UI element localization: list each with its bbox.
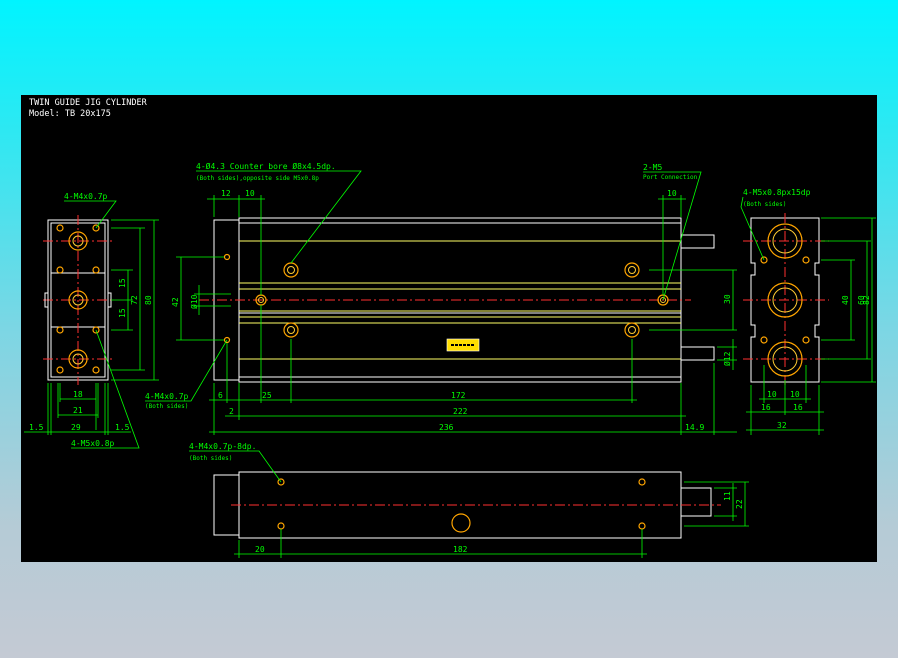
dim-left-80: 80	[144, 295, 153, 305]
dim-front-42: 42	[171, 297, 180, 307]
dim-right-10a: 10	[767, 390, 777, 399]
dim-right-16a: 16	[761, 403, 771, 412]
title-line1: TWIN GUIDE JIG CYLINDER	[29, 98, 148, 108]
callout-port-1: 2-M5	[643, 163, 662, 172]
callout-port-2: Port Connection	[643, 174, 698, 181]
right-view-dimensions: 4-M5x0.8px15dp (Both sides) 40 60 82 10 …	[740, 188, 876, 435]
dim-left-1-5b: 1.5	[115, 423, 130, 432]
dim-right-10b: 10	[790, 390, 800, 399]
callout-counter-bore-1: 4-Ø4.3 Counter bore Ø8x4.5dp.	[196, 161, 336, 171]
callout-left-bottom: 4-M5x0.8p	[71, 439, 115, 448]
dim-front-236: 236	[439, 423, 454, 432]
dim-front-222: 222	[453, 407, 468, 416]
dim-right-32: 32	[777, 421, 787, 430]
dim-right-16b: 16	[793, 403, 803, 412]
callout-left-top: 4-M4x0.7p	[64, 192, 108, 201]
dim-right-82: 82	[862, 295, 871, 305]
dim-front-12: 12	[221, 189, 231, 198]
callout-right-1: 4-M5x0.8px15dp	[743, 188, 811, 197]
bottom-view-dimensions: 4-M4x0.7p-8dp. (Both sides) 11 22 20 182	[189, 442, 749, 558]
dim-left-29: 29	[71, 423, 81, 432]
dim-left-18: 18	[73, 390, 83, 399]
left-view-dimensions: 4-M4x0.7p 15 15 72 80 18 21 29 1.5 1.5 4	[24, 192, 159, 449]
dim-left-72: 72	[130, 295, 139, 305]
dim-bottom-11: 11	[723, 491, 732, 501]
front-view-dimensions: 4-Ø4.3 Counter bore Ø8x4.5dp. (Both side…	[145, 161, 737, 435]
dim-left-15b: 15	[118, 308, 127, 318]
callout-bottom-1: 4-M4x0.7p-8dp.	[189, 442, 256, 451]
dim-right-40: 40	[841, 295, 850, 305]
front-view	[199, 217, 715, 383]
cad-drawing-area: TWIN GUIDE JIG CYLINDER Model: TB 20x175…	[21, 95, 877, 562]
bottom-view	[213, 471, 721, 539]
dim-bottom-20: 20	[255, 545, 265, 554]
dim-front-25: 25	[262, 391, 272, 400]
dim-bottom-22: 22	[735, 499, 744, 509]
dim-left-1-5a: 1.5	[29, 423, 44, 432]
title-line2: Model: TB 20x175	[29, 109, 111, 119]
dim-right-60: 60	[857, 295, 866, 305]
dim-front-14-9: 14.9	[685, 423, 704, 432]
dim-front-6: 6	[218, 391, 223, 400]
dim-left-15a: 15	[118, 278, 127, 288]
right-end-view	[743, 213, 829, 387]
dim-front-phi12: Ø12	[722, 351, 732, 366]
callout-front-bottom-2: (Both sides)	[145, 403, 188, 410]
callout-counter-bore-2: (Both sides),opposite side M5x0.8p	[196, 175, 319, 182]
dim-left-21: 21	[73, 406, 83, 415]
dim-front-10a: 10	[245, 189, 255, 198]
callout-right-2: (Both sides)	[743, 201, 786, 208]
dim-front-2: 2	[229, 407, 234, 416]
cylinder-drawing: TWIN GUIDE JIG CYLINDER Model: TB 20x175…	[24, 98, 876, 558]
left-end-view	[43, 215, 113, 385]
dim-front-30: 30	[723, 294, 732, 304]
callout-bottom-2: (Both sides)	[189, 455, 232, 462]
dim-front-172: 172	[451, 391, 466, 400]
dim-front-10b: 10	[667, 189, 677, 198]
dim-front-phi10: Ø10	[189, 294, 199, 309]
dim-bottom-182: 182	[453, 545, 468, 554]
callout-front-bottom-1: 4-M4x0.7p	[145, 392, 189, 401]
